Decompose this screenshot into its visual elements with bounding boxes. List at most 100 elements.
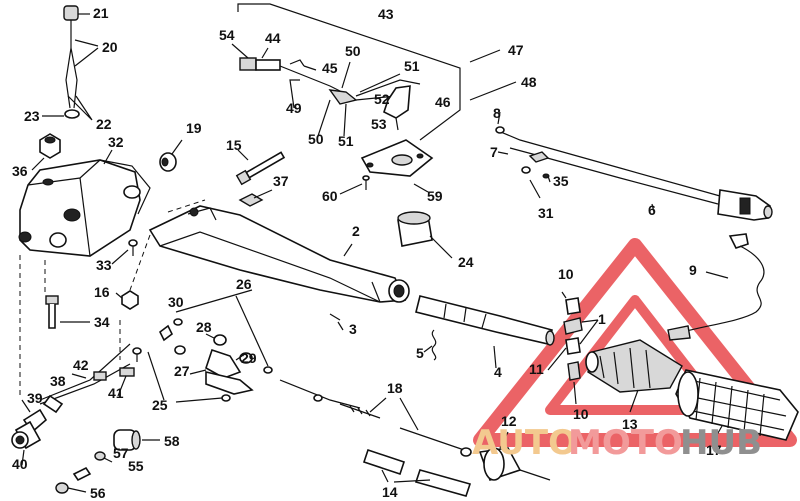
- callout-label-21: 21: [93, 5, 109, 21]
- callout-label-24: 24: [458, 254, 474, 270]
- callout-label-26: 26: [236, 276, 252, 292]
- bolt-part-34: [45, 295, 90, 329]
- callout-label-49: 49: [286, 100, 302, 116]
- stop-cable-part-9: [667, 233, 765, 341]
- callout-label-33: 33: [96, 257, 112, 273]
- washer-part-23: [42, 109, 80, 119]
- throttle-cable-part-6-8: [495, 111, 773, 221]
- pin-part-3: [329, 313, 344, 331]
- callout-label-47: 47: [508, 42, 524, 58]
- callout-label-22: 22: [96, 116, 112, 132]
- callout-label-40: 40: [12, 456, 28, 472]
- screw-part-60: [339, 175, 370, 195]
- screw-part-25: [132, 347, 231, 403]
- group-frame-43: [237, 3, 461, 141]
- bracket-part-59: [360, 139, 434, 193]
- callout-label-29: 29: [241, 350, 257, 366]
- nut-part-36: [31, 133, 61, 171]
- callout-label-23: 23: [24, 108, 40, 124]
- tiller-arm-part-2: [148, 205, 410, 303]
- callout-label-12: 12: [501, 413, 517, 429]
- callout-label-3: 3: [349, 321, 357, 337]
- watermark-text-hub: HUB: [680, 423, 762, 463]
- callout-label-9: 9: [689, 262, 697, 278]
- callout-label-54: 54: [219, 27, 235, 43]
- grip-insert-parts: [547, 291, 599, 405]
- callout-label-50b: 50: [308, 131, 324, 147]
- callout-label-38: 38: [50, 373, 66, 389]
- callout-label-55: 55: [128, 458, 144, 474]
- grommet-part-58: [113, 429, 160, 451]
- callout-label-44: 44: [265, 30, 281, 46]
- callout-label-19: 19: [186, 120, 202, 136]
- callout-label-5: 5: [416, 345, 424, 361]
- callout-label-6: 6: [648, 202, 656, 218]
- callout-label-37: 37: [273, 173, 289, 189]
- terminal-part-21: [63, 5, 99, 121]
- kill-switch-wiring: [11, 343, 135, 466]
- callout-label-10a: 10: [558, 266, 574, 282]
- screw-part-33: [111, 239, 138, 265]
- callout-label-35: 35: [553, 173, 569, 189]
- callout-label-15: 15: [226, 137, 242, 153]
- callout-label-28: 28: [196, 319, 212, 335]
- screw-part-55-57: [55, 451, 113, 494]
- callout-label-56: 56: [90, 485, 106, 501]
- callout-label-46: 46: [435, 94, 451, 110]
- callout-label-45: 45: [322, 60, 338, 76]
- throttle-shaft-part-4: [415, 295, 555, 369]
- callout-label-41: 41: [108, 385, 124, 401]
- callout-label-18: 18: [387, 380, 403, 396]
- callout-label-13: 13: [622, 416, 638, 432]
- callout-label-34: 34: [94, 314, 110, 330]
- linkage-assembly: [158, 289, 273, 395]
- watermark: AUTO MOTO HUB: [472, 423, 762, 463]
- sleeve-part-24: [397, 211, 453, 259]
- grip-part-12: [460, 431, 551, 482]
- callout-label-17: 17: [706, 442, 722, 458]
- callout-label-7: 7: [490, 144, 498, 160]
- spring-part-5: [423, 329, 437, 361]
- callout-label-31: 31: [538, 205, 554, 221]
- bolt-part-15: [235, 151, 286, 186]
- callout-label-53: 53: [371, 116, 387, 132]
- callout-label-4: 4: [494, 364, 502, 380]
- grip-part-13: [585, 339, 683, 413]
- callout-label-27: 27: [174, 363, 190, 379]
- shift-cable-part-18: [279, 379, 471, 453]
- bushing-part-19: [159, 139, 183, 172]
- switch-harness-assembly: [231, 43, 421, 137]
- callout-label-58: 58: [164, 433, 180, 449]
- callout-label-2: 2: [352, 223, 360, 239]
- callout-label-57: 57: [113, 445, 129, 461]
- watermark-text-moto: MOTO: [568, 423, 683, 463]
- nut-part-16: [115, 290, 139, 310]
- callout-label-52: 52: [374, 91, 390, 107]
- callout-label-30: 30: [168, 294, 184, 310]
- callout-label-36: 36: [12, 163, 28, 179]
- clip-part-37: [238, 189, 273, 207]
- callout-label-51a: 51: [404, 58, 420, 74]
- callout-label-43: 43: [378, 6, 394, 22]
- tiller-bracket-part-32: [18, 149, 151, 257]
- callout-label-25: 25: [152, 397, 168, 413]
- callout-label-10b: 10: [573, 406, 589, 422]
- leader: [469, 49, 517, 101]
- callout-label-11: 11: [529, 361, 544, 377]
- callout-label-50a: 50: [345, 43, 361, 59]
- watermark-text-auto: AUTO: [472, 423, 577, 463]
- callout-label-1: 1: [598, 311, 606, 327]
- handle-grip-part-17: [675, 369, 799, 441]
- tube-part-14: [362, 448, 472, 497]
- callout-label-51b: 51: [338, 133, 354, 149]
- leader: [237, 149, 249, 161]
- callout-label-42: 42: [73, 357, 89, 373]
- guide-line: [167, 199, 206, 213]
- callout-label-14: 14: [382, 484, 398, 500]
- callout-label-48: 48: [521, 74, 537, 90]
- callout-label-39: 39: [27, 390, 43, 406]
- guide-line: [129, 234, 151, 291]
